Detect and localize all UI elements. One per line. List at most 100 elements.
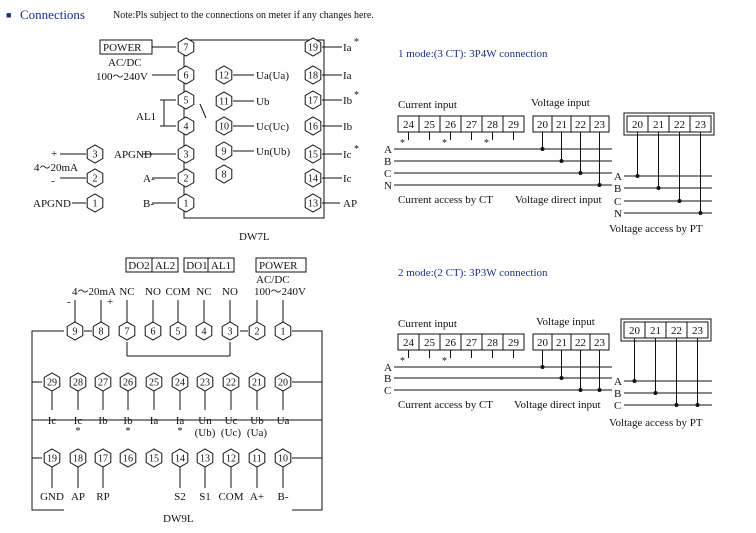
dw7l-voltage-label-11: Ub xyxy=(256,96,270,108)
m1-current-term-29-label: 29 xyxy=(508,119,520,131)
m1-voltage-term-20-label: 20 xyxy=(537,119,549,131)
m2-pt-line-label-B: B xyxy=(614,388,621,400)
dw9l-top-terminal-8 xyxy=(92,321,110,341)
dw7l-current-terminal-13-label: 13 xyxy=(308,199,318,210)
dw9l-top-terminal-5 xyxy=(169,321,187,341)
dw7l-current-terminal-16-label: 16 xyxy=(308,122,318,133)
dw9l-measure-label-21: Ub xyxy=(250,415,264,427)
dw9l-top-terminal-2-label: 2 xyxy=(255,327,260,338)
dw7l-voltage: 100～240V xyxy=(96,71,148,83)
mode2-pt-phase-lines: ABC xyxy=(614,338,712,412)
m2-line-label-B: B xyxy=(384,373,391,385)
dw9l-measure-label-20: Ua xyxy=(277,415,290,427)
dw7l-voltage-terminal-11 xyxy=(215,91,233,111)
m1-current-term-25-label: 25 xyxy=(424,119,436,131)
m2-pt-node-22 xyxy=(674,403,679,407)
m1-line-label-A: A xyxy=(384,144,392,156)
m1-pt-term-23-label: 23 xyxy=(695,119,707,131)
dw9l-top-terminal-9-label: 9 xyxy=(73,327,78,338)
dw9l-pin-label-2: NO xyxy=(145,286,161,298)
mode2-current-input: Current input xyxy=(398,318,457,330)
dw9l-top-terminal-2 xyxy=(248,321,266,341)
m2-voltage-node-21 xyxy=(559,376,564,380)
dw7l-terminal-6 xyxy=(177,65,195,85)
dw9l-name: DW9L xyxy=(163,513,194,525)
m1-pt-line-label-C: C xyxy=(614,196,621,208)
dw9l-comm-terminal-16-label: 16 xyxy=(123,454,133,465)
dw7l-analog-terminal-2 xyxy=(86,168,104,188)
dw7l-current-terminal-17 xyxy=(304,90,322,110)
dw7l-terminal-7-label: 7 xyxy=(184,43,189,54)
mode2-caption-ct: Current access by CT xyxy=(398,399,493,411)
dw7l-terminal-2-label: 2 xyxy=(184,174,189,185)
dw9l-top-terminal-7-label: 7 xyxy=(125,327,130,338)
m1-voltage-node-21 xyxy=(559,159,564,163)
dw7l-current-label-19: Ia xyxy=(343,42,352,54)
m1-pt-node-22 xyxy=(677,199,682,203)
m2-pt-term-21-label: 21 xyxy=(650,325,661,337)
m1-voltage-term-21-label: 21 xyxy=(556,119,567,131)
m2-pt-frame xyxy=(620,318,712,342)
dw7l-current-terminal-18-label: 18 xyxy=(308,71,318,82)
dw7l-current-terminal-19-label: 19 xyxy=(308,43,318,54)
mode2-caption-pt: Voltage access by PT xyxy=(609,417,703,429)
dw7l-minus: - xyxy=(51,175,55,187)
dw9l-comm-label-19: GND xyxy=(40,491,64,503)
m1-pt-node-21 xyxy=(656,186,661,190)
dw7l-plus: + xyxy=(51,148,57,160)
dw7l-body xyxy=(183,39,325,219)
dw9l-measure-label-26: Ib xyxy=(123,415,133,427)
m1-voltage-node-22 xyxy=(578,171,583,175)
dw7l-terminal-4 xyxy=(177,116,195,136)
dw9l-measure-sublabel-1: (Ub) xyxy=(195,427,216,439)
m2-current-term-26-label: 26 xyxy=(445,337,457,349)
dw9l-comm-terminal-19-label: 19 xyxy=(47,454,57,465)
dw9l-relay-box-AL2 xyxy=(151,257,179,273)
m1-voltage-term-23-label: 23 xyxy=(594,119,606,131)
m1-pt-term-20-label: 20 xyxy=(632,119,644,131)
dw7l-star-15: * xyxy=(354,144,359,155)
dw9l-analog-plus: + xyxy=(107,296,113,308)
m2-current-term-24-label: 24 xyxy=(403,337,415,349)
dw7l-b-minus: B- xyxy=(143,198,154,210)
mode1-caption-pt: Voltage access by PT xyxy=(609,223,703,235)
dw9l-comm-terminal-17-label: 17 xyxy=(98,454,108,465)
dw9l-top-terminal-1-label: 1 xyxy=(281,327,286,338)
dw7l-voltage-terminal-10 xyxy=(215,116,233,136)
dw7l-analog-terminal-1 xyxy=(86,193,104,213)
dw7l-power-label: POWER xyxy=(103,42,142,54)
dw9l-measure-label-23: Un xyxy=(198,415,212,427)
dw9l-top-terminal-3 xyxy=(221,321,239,341)
dw7l-voltage-terminal-10-label: 10 xyxy=(219,122,229,133)
dw9l-top-terminal-1 xyxy=(274,321,292,341)
dw7l-voltage-terminal-9-label: 9 xyxy=(222,147,227,158)
dw9l-measure-terminal-23-label: 23 xyxy=(200,378,210,389)
dw9l-comm-label-18: AP xyxy=(71,491,85,503)
dw9l-pin-label-1: NC xyxy=(119,286,134,298)
dw9l-analog-minus: - xyxy=(67,296,71,308)
dw9l-comm-label-13: S1 xyxy=(199,491,211,503)
dw7l-relay-contact xyxy=(199,103,207,119)
dw9l-measure-terminal-25-label: 25 xyxy=(149,378,159,389)
dw7l-voltage-terminal-12 xyxy=(215,65,233,85)
dw7l-terminal-1-label: 1 xyxy=(184,199,189,210)
m2-voltage-term-23-label: 23 xyxy=(594,337,606,349)
dw9l-top-terminal-7 xyxy=(118,321,136,341)
dw7l-voltage-label-10: Uc(Uc) xyxy=(256,121,289,133)
dw9l-comm-terminal-15-label: 15 xyxy=(149,454,159,465)
dw7l-al1: AL1 xyxy=(136,111,156,123)
dw7l-current-terminal-16 xyxy=(304,116,322,136)
m2-current-term-27-label: 27 xyxy=(466,337,478,349)
dw9l-power-box xyxy=(255,257,307,273)
m1-line-label-B: B xyxy=(384,156,391,168)
